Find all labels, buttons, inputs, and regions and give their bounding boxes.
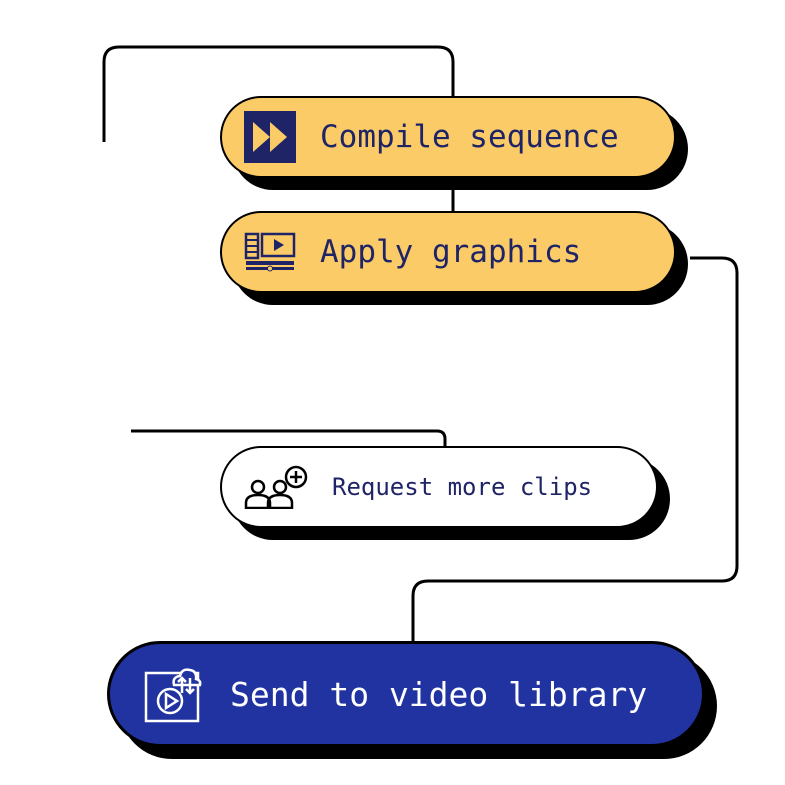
connector-graphics-to-send (411, 256, 739, 645)
step-send-to-video-library[interactable]: Send to video library (107, 641, 705, 747)
connector-top-loop (102, 45, 455, 142)
step-request-more-clips[interactable]: Request more clips (220, 446, 658, 528)
step-label: Apply graphics (320, 234, 582, 270)
cloud-upload-video-icon (144, 665, 202, 723)
fast-forward-icon (244, 111, 296, 163)
step-label: Request more clips (332, 473, 593, 501)
connector-request-branch (131, 429, 447, 448)
step-label: Send to video library (230, 674, 648, 714)
step-label: Compile sequence (320, 119, 619, 155)
video-editor-icon (244, 232, 296, 272)
add-users-icon (244, 465, 310, 509)
step-compile-sequence[interactable]: Compile sequence (220, 96, 676, 178)
step-apply-graphics[interactable]: Apply graphics (220, 211, 676, 293)
